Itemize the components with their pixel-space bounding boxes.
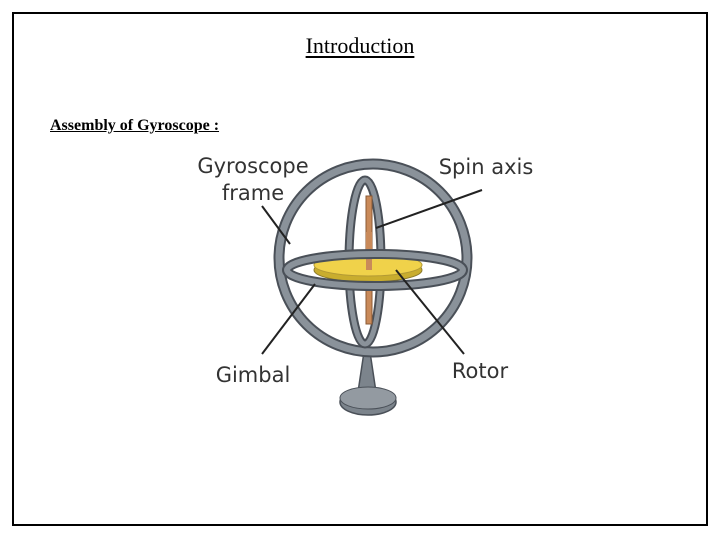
gyroscope-stand (339, 351, 397, 416)
label-gyroscope-frame-line2: frame (222, 181, 284, 205)
label-leader-lines (261, 189, 483, 355)
label-rotor: Rotor (452, 359, 509, 383)
label-gimbal: Gimbal (216, 363, 291, 387)
gyroscope-frame-ring (273, 158, 473, 358)
label-spin-axis: Spin axis (439, 155, 534, 179)
section-heading: Assembly of Gyroscope : (50, 117, 220, 134)
slide-title: Introduction (305, 33, 415, 58)
label-gyroscope-frame-line1: Gyroscope (197, 154, 308, 178)
gimbal-horizontal-ring (282, 249, 468, 291)
